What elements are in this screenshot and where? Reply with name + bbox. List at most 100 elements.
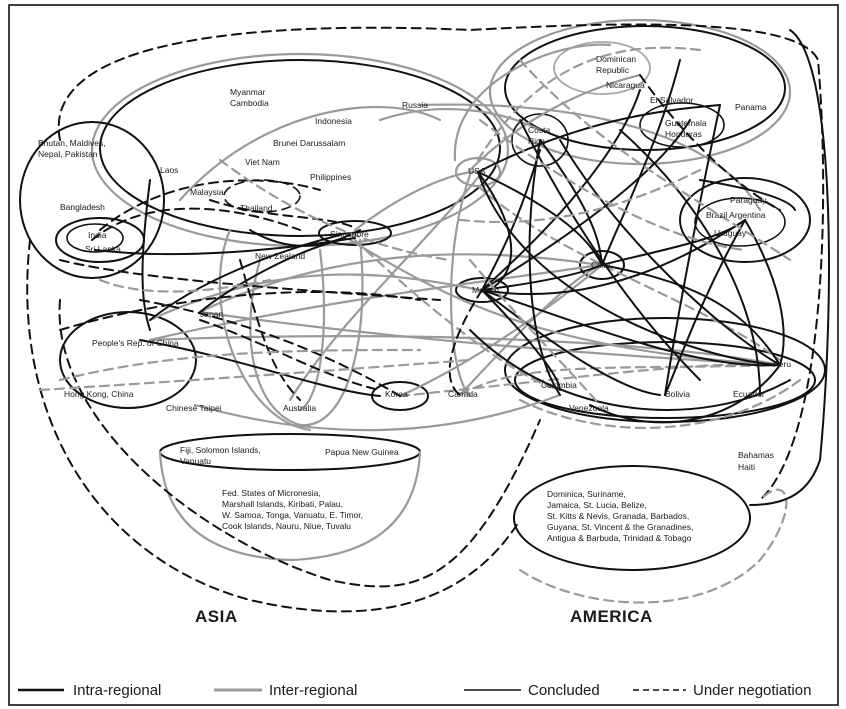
- label-malaysia: Malaysia: [190, 187, 224, 197]
- label-guatemala: Guatemala: [665, 118, 707, 128]
- label-japan: Japan: [200, 309, 223, 319]
- label-republic: Republic: [596, 65, 630, 75]
- link-usa-canada: [449, 173, 472, 397]
- link-asia-costarica: [378, 107, 542, 132]
- label-caribbean-3: St. Kitts & Nevis, Granada, Barbados,: [547, 511, 689, 521]
- label-nepal: Nepal, Pakistan: [38, 149, 98, 159]
- label-caribbean-1: Dominica, Suriname,: [547, 489, 626, 499]
- label-russia: Russia: [402, 100, 428, 110]
- label-vietnam: Viet Nam: [245, 157, 280, 167]
- label-laos: Laos: [160, 165, 178, 175]
- link-canada-peru: [458, 363, 782, 397]
- link-usa-panama: [477, 104, 721, 173]
- dominican-ellipse: [553, 41, 651, 95]
- thailand-ellipse: [223, 179, 301, 213]
- arrow-mercosur: [699, 179, 796, 211]
- link-mexico-chile: [481, 264, 603, 291]
- label-brunei: Brunei Darussalam: [273, 138, 345, 148]
- region-america: AMERICA: [570, 607, 653, 626]
- dash-usa-panama: [476, 46, 702, 162]
- right-hull: [749, 29, 830, 506]
- label-elsalvador: El Salvador: [650, 95, 694, 105]
- outer-dashed-hull: [57, 23, 825, 501]
- label-paraguay: Paraguay: [730, 195, 767, 205]
- dash-central-mercosur: [639, 74, 781, 211]
- guatemala-honduras-ellipse: [639, 102, 725, 148]
- gdash-4: [518, 378, 802, 429]
- link-singapore-colombia: [353, 238, 562, 392]
- mercosur-ellipse: [679, 177, 811, 263]
- label-myanmar: Myanmar: [230, 87, 266, 97]
- label-uruguay: Uruguay: [714, 228, 747, 238]
- agreement-links: [26, 23, 830, 613]
- label-caribbean-5: Antigua & Barbuda, Trinidad & Tobago: [547, 533, 692, 543]
- caribbean-ellipse: [513, 465, 751, 571]
- dash-usa-peru: [476, 184, 782, 362]
- link-mexico-nicaragua: [481, 89, 641, 291]
- label-rica: Rica: [528, 136, 545, 146]
- label-png: Papua New Guinea: [325, 447, 399, 457]
- link-nz-australia: [298, 248, 326, 412]
- garc-4: [58, 348, 422, 382]
- dash-mexico-canada: [448, 289, 483, 396]
- dash-malaysia-singapore: [209, 199, 356, 229]
- garc-2: [218, 158, 452, 262]
- label-singapore: Singapore: [330, 229, 369, 239]
- label-thailand: Thailand: [240, 203, 273, 213]
- label-venezuela: Venezuela: [569, 403, 609, 413]
- label-brazil-argentina: Brazil Argentina: [706, 210, 766, 220]
- label-usa: USA: [468, 166, 486, 176]
- link-mexico-guatemala: [481, 119, 691, 291]
- garc-5: [38, 358, 472, 392]
- label-panama: Panama: [735, 102, 767, 112]
- label-fiji: Fiji, Solomon Islands,: [180, 445, 261, 455]
- link-korea-chile: [398, 263, 604, 398]
- link-panama-chile: [601, 59, 681, 266]
- label-honduras: Honduras: [665, 129, 702, 139]
- pacific-bowl: [158, 450, 422, 562]
- label-mexico: Mexico: [472, 285, 499, 295]
- dash-china-india: [59, 290, 421, 331]
- label-india: India: [88, 230, 107, 240]
- link-centralam-ecuador: [619, 129, 761, 396]
- costa-rica-ellipse: [511, 113, 569, 167]
- label-australia: Australia: [283, 403, 316, 413]
- label-haiti: Haiti: [738, 462, 755, 472]
- label-bahamas: Bahamas: [738, 450, 774, 460]
- label-costa: Costa: [528, 125, 550, 135]
- legend-inter-label: Inter-regional: [269, 682, 357, 699]
- asia-dashed-hull-2: [58, 299, 541, 588]
- group-enclosures: [19, 18, 826, 571]
- caribbean-dashed: [518, 488, 788, 604]
- link-usa-mexico: [477, 171, 513, 291]
- label-micronesia-3: W. Samoa, Tonga, Vanuatu, E. Timor,: [222, 510, 363, 520]
- link-taipei-colombia: [193, 393, 562, 432]
- link-costarica-colombia: [528, 139, 561, 396]
- dash-nz-australia: [239, 259, 301, 401]
- label-philippines: Philippines: [310, 172, 351, 182]
- region-asia: ASIA: [195, 607, 238, 626]
- label-indonesia: Indonesia: [315, 116, 352, 126]
- south-asia-ellipse: [19, 121, 165, 279]
- gdash-1: [518, 58, 792, 262]
- label-micronesia-4: Cook Islands, Nauru, Niue, Tuvalu: [222, 521, 351, 531]
- label-bhutan: Bhutan, Maldives,: [38, 138, 106, 148]
- garc-1: [178, 105, 442, 202]
- link-mexico-peru: [481, 289, 781, 367]
- label-hongkong: Hong Kong, China: [64, 389, 134, 399]
- link-mercosur-bolivia: [664, 219, 746, 396]
- link-singapore-peru: [348, 238, 782, 367]
- southeast-asia-ellipse: [99, 59, 501, 237]
- india-srilanka-inner: [66, 223, 124, 253]
- chile-ellipse: [579, 250, 625, 280]
- label-caribbean-2: Jamaica, St. Lucia, Belize,: [547, 500, 647, 510]
- link-mexico-bolivia: [481, 289, 661, 396]
- link-usa-peru: [477, 171, 781, 366]
- brazil-argentina-ellipse: [694, 197, 786, 247]
- link-singapore-usa: [353, 170, 480, 232]
- link-russia-mercosur: [418, 103, 762, 212]
- link-japan-peru: [198, 310, 782, 367]
- label-colombia: Colombia: [541, 380, 577, 390]
